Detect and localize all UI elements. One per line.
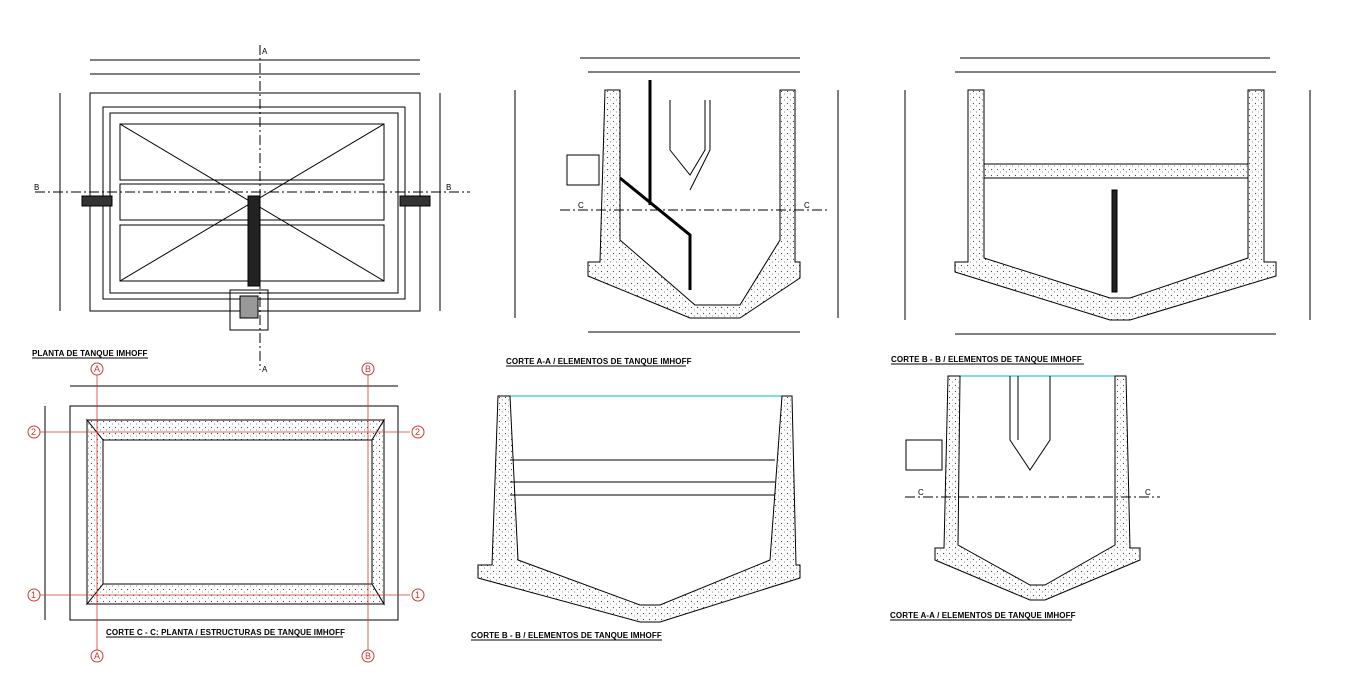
plan-inlet-left <box>81 195 113 207</box>
grid-label-2-right: 2 <box>415 427 420 437</box>
plan-inlet-right <box>399 195 431 207</box>
section-cc-title: CORTE C - C: PLANTA / ESTRUCTURAS DE TAN… <box>106 628 345 637</box>
section-aa-bottom-marker-c-right: C <box>1145 488 1151 497</box>
grid-bubble-2-right <box>411 425 425 439</box>
grid-bubble-a-top <box>90 362 104 376</box>
section-bb-shell <box>954 89 1277 321</box>
section-bb-title: CORTE B - B / ELEMENTOS DE TANQUE IMHOFF <box>891 355 1082 364</box>
grid-bubble-1-left <box>27 588 41 602</box>
section-cc-plan <box>44 385 399 621</box>
section-aa-bottom-marker-c-left: C <box>918 488 924 497</box>
grid-bubble-2-left <box>27 425 41 439</box>
section-aa-hopper <box>669 100 706 176</box>
section-bb-bottom-shell <box>477 395 801 623</box>
grid-label-2-left: 2 <box>31 427 36 437</box>
plan-view <box>35 45 470 370</box>
grid-label-1-left: 1 <box>31 590 36 600</box>
section-aa-inlet-box <box>566 154 600 186</box>
section-aa-bottom-inlet <box>905 439 943 471</box>
section-cc-interior <box>102 439 373 585</box>
section-cc-slab <box>69 405 399 621</box>
section-aa-marker-c-right: C <box>804 201 810 210</box>
grid-label-a-top: A <box>94 364 100 374</box>
plan-chamber-top <box>119 123 385 181</box>
section-aa-bottom-hopper <box>1009 376 1051 471</box>
section-aa-pipe-sludge <box>619 176 692 290</box>
grid-label-a-bottom: A <box>94 651 100 661</box>
section-cc-wall-bottom <box>85 583 385 605</box>
section-aa-shell <box>587 89 801 319</box>
grid-label-b-top: B <box>365 364 371 374</box>
section-cc-wall-right <box>371 418 385 606</box>
plan-pipe <box>247 195 261 287</box>
section-aa-marker-c-left: C <box>578 201 584 210</box>
plan-marker-b-left: B <box>34 183 39 192</box>
plan-marker-a-top: A <box>262 47 268 56</box>
grid-bubble-b-bottom <box>361 649 375 663</box>
plan-marker-b-right: B <box>446 183 451 192</box>
section-aa-top <box>514 57 839 333</box>
plan-outlet-inner <box>239 295 259 319</box>
grid-bubble-b-top <box>361 362 375 376</box>
section-aa-hopper-wall <box>689 100 711 191</box>
section-aa-bottom <box>905 375 1160 601</box>
section-cc-grid-bubbles <box>27 362 425 663</box>
grid-label-1-right: 1 <box>415 590 420 600</box>
section-bb-pipe <box>1111 189 1118 293</box>
section-cc-grid-lines <box>40 374 410 650</box>
section-aa-bottom-title: CORTE A-A / ELEMENTOS DE TANQUE IMHOFF <box>890 611 1076 620</box>
grid-bubble-1-right <box>411 588 425 602</box>
plan-marker-a-bottom: A <box>262 365 268 374</box>
section-cc-wall-top <box>85 419 385 441</box>
section-bb-bottom <box>477 395 801 623</box>
plan-title: PLANTA DE TANQUE IMHOFF <box>32 349 147 358</box>
plan-outlet-box <box>229 289 269 331</box>
section-cc-wall-left <box>86 418 104 606</box>
section-aa-title: CORTE A-A / ELEMENTOS DE TANQUE IMHOFF <box>506 357 692 366</box>
section-bb-bottom-title: CORTE B - B / ELEMENTOS DE TANQUE IMHOFF <box>471 631 662 640</box>
section-aa-bottom-shell <box>934 375 1141 601</box>
section-bb-slab <box>983 163 1249 179</box>
section-bb-top <box>904 57 1311 335</box>
grid-bubble-a-bottom <box>90 649 104 663</box>
grid-label-b-bottom: B <box>365 651 371 661</box>
